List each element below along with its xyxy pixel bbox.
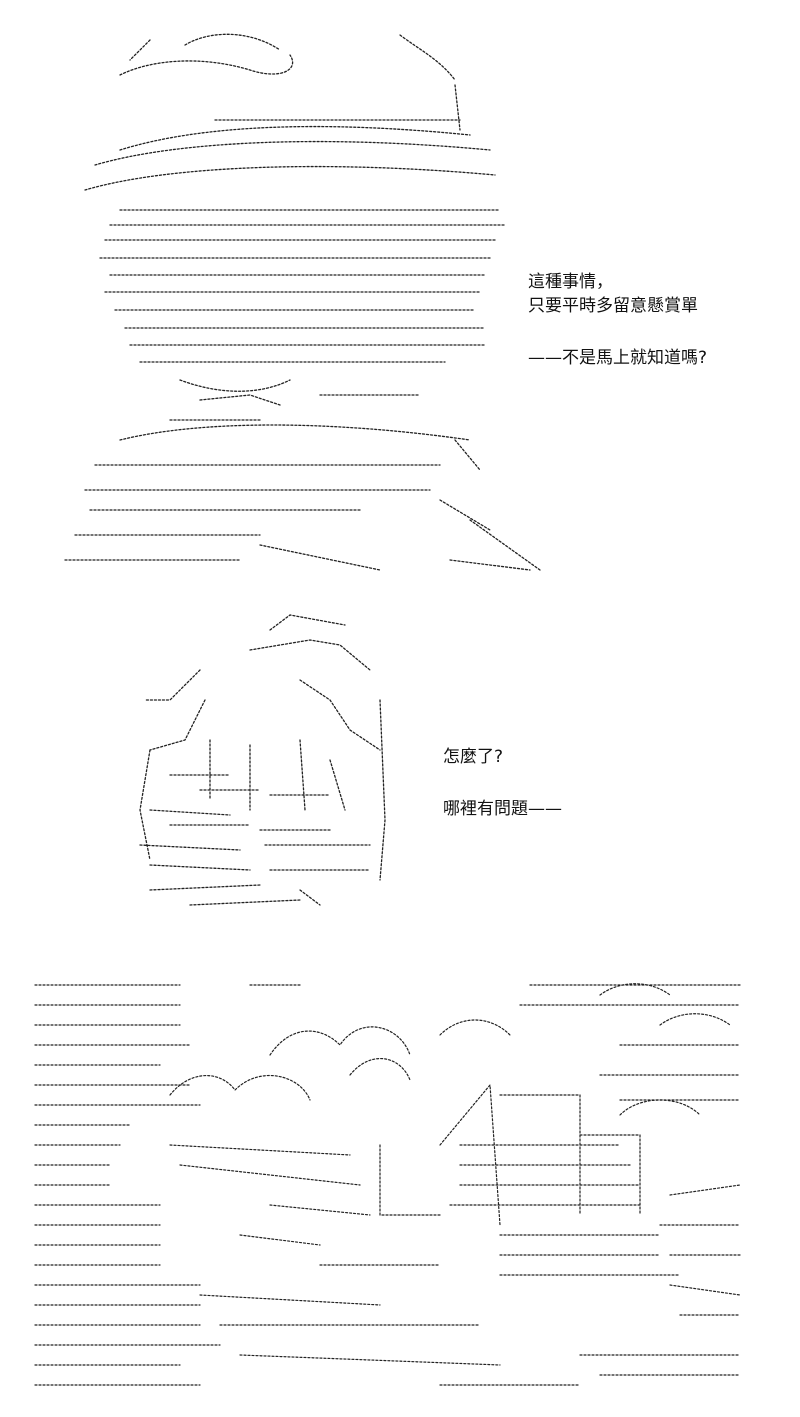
dialogue-line: ——不是馬上就知道嗎? — [528, 348, 708, 368]
girl-face-drawing — [139, 614, 386, 906]
panel-2: 怎麼了? 哪裡有問題—— — [0, 600, 800, 930]
character-with-hat-drawing — [64, 33, 541, 571]
dialogue-line: 只要平時多留意懸賞單 — [528, 296, 698, 316]
dialogue-line: 怎麼了? — [443, 747, 504, 767]
dialogue-panel-1: 這種事情， 只要平時多留意懸賞單 ——不是馬上就知道嗎? — [528, 270, 707, 370]
dialogue-panel-2: 怎麼了? 哪裡有問題—— — [443, 745, 562, 821]
panel-3 — [20, 965, 760, 1405]
dialogue-line: 哪裡有問題—— — [443, 799, 562, 819]
character-with-hat-art — [0, 0, 800, 590]
panel-1: 這種事情， 只要平時多留意懸賞單 ——不是馬上就知道嗎? — [0, 0, 800, 590]
girl-face-art — [0, 600, 800, 930]
dialogue-line: 這種事情， — [528, 272, 613, 292]
cityscape-drawing — [34, 983, 741, 1386]
cityscape-art — [20, 965, 760, 1405]
